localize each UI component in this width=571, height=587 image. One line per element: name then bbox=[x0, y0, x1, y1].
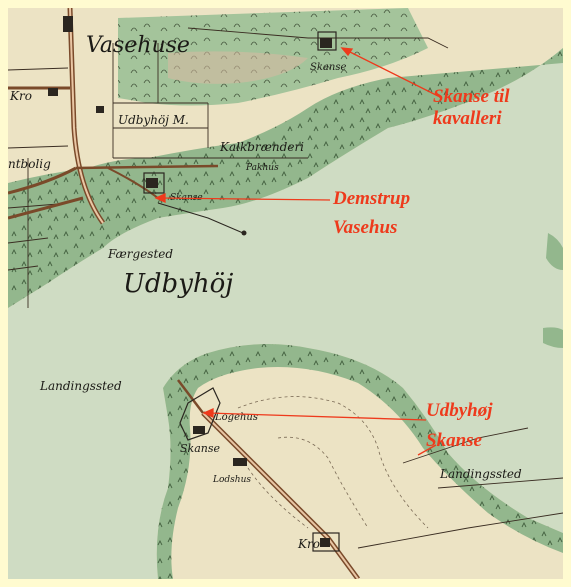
fort-south bbox=[179, 387, 340, 552]
annotation-udbyhoj-skanse: Udbyhøj Skanse bbox=[426, 400, 497, 451]
historical-map: Vasehuse Kro Udbyhöj M. Kalkbrænderi Pak… bbox=[8, 8, 563, 579]
label-faergested: Færgested bbox=[107, 247, 173, 261]
annotation-arrows bbox=[154, 47, 439, 456]
field-boundaries bbox=[8, 27, 449, 308]
label-pakhus: Pakhus bbox=[245, 163, 279, 173]
label-kro-nw: Kro bbox=[9, 89, 32, 103]
label-kro-south: Kro bbox=[297, 537, 320, 551]
label-vasehuse: Vasehuse bbox=[86, 33, 190, 58]
label-landingssted-w: Landingssted bbox=[39, 379, 122, 393]
south-land bbox=[156, 344, 563, 579]
label-ntbolig: ntbolig bbox=[8, 157, 51, 171]
road-south bbox=[177, 379, 361, 579]
contour-lines bbox=[237, 396, 429, 529]
label-kalkbraenderi: Kalkbrænderi bbox=[219, 140, 304, 154]
label-skanse-south: Skanse bbox=[180, 442, 220, 455]
label-lodshus: Lodshus bbox=[212, 475, 251, 485]
annotation-demstrup-vasehus: Demstrup Vasehus bbox=[332, 188, 415, 238]
label-udbyhoj-mill: Udbyhöj M. bbox=[118, 113, 189, 127]
label-logehus: Logehus bbox=[214, 412, 258, 423]
annotation-skanse-til-kavalleri: Skanse til kavalleri bbox=[433, 86, 514, 129]
map-canvas: Vasehuse Kro Udbyhöj M. Kalkbrænderi Pak… bbox=[8, 8, 563, 579]
label-landingssted-e: Landingssted bbox=[439, 467, 522, 481]
buildings-north bbox=[48, 16, 332, 188]
label-udbyhoj: Udbyhöj bbox=[123, 269, 233, 299]
road-north bbox=[8, 8, 219, 225]
label-skanse-north: Skanse bbox=[310, 62, 346, 73]
